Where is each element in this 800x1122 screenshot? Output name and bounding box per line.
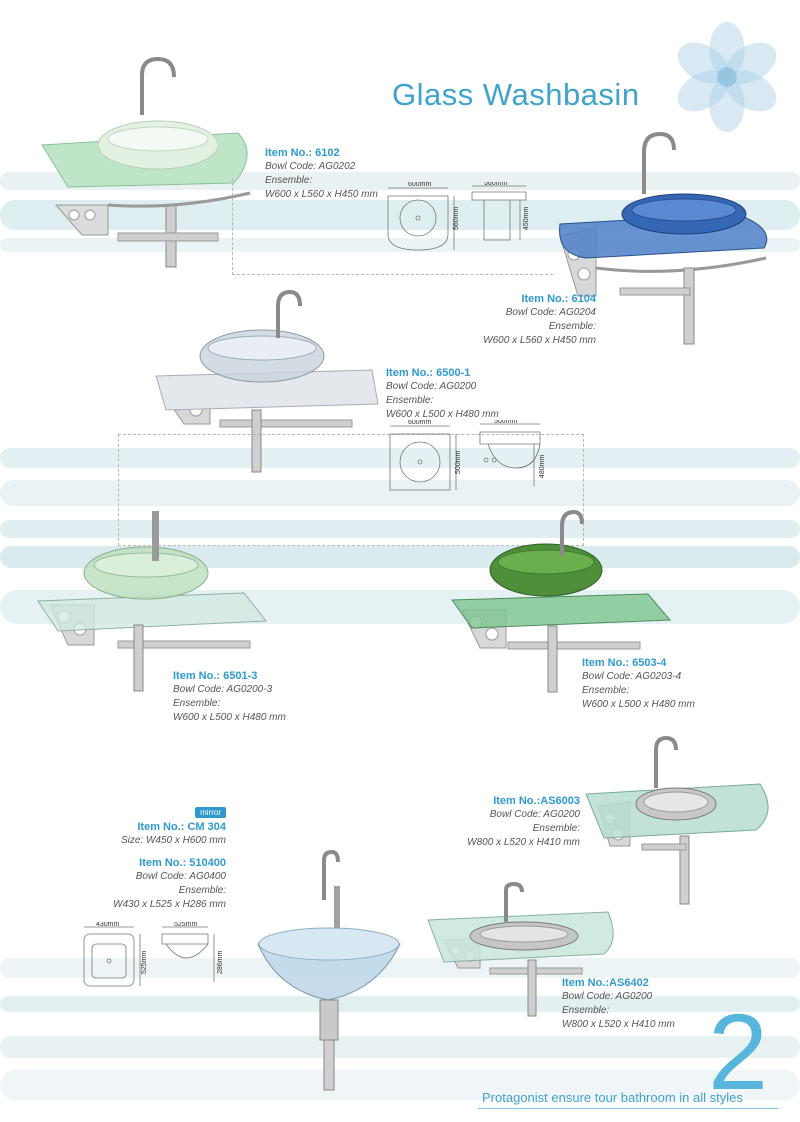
product-spec-as6003: Item No.:AS6003 Bowl Code: AG0200 Ensemb… [462, 794, 580, 850]
bg-band [0, 480, 800, 506]
product-spec-6503-4: Item No.: 6503-4 Bowl Code: AG0203-4 Ens… [582, 656, 695, 712]
sketch-width: 600mm [408, 182, 432, 188]
product-spec-6500-1: Item No.: 6500-1 Bowl Code: AG0200 Ensem… [386, 366, 499, 422]
sketch-height: 450mm [523, 206, 530, 230]
dimensions: W600 x L500 x H480 mm [582, 699, 695, 710]
sketch-width: 600mm [408, 420, 432, 426]
sketch-height: 480mm [539, 454, 546, 478]
sketch-depth: 525mm [141, 950, 148, 974]
bg-band [0, 1036, 800, 1058]
dimensions: W430 x L525 x H286 mm [113, 899, 226, 910]
item-number: Item No.: CM 304 [137, 821, 226, 833]
washbasin-image-6500-1 [155, 289, 379, 473]
ensemble-label: Ensemble: [532, 823, 580, 834]
ensemble-label: Ensemble: [562, 1005, 610, 1016]
sketch-length: 500mm [494, 420, 518, 425]
ensemble-label: Ensemble: [548, 321, 596, 332]
page-title: Glass Washbasin [392, 76, 640, 112]
dimensions: W800 x L520 x H410 mm [467, 837, 580, 848]
page-number: 2 [708, 991, 769, 1112]
ensemble-label: Ensemble: [178, 885, 226, 896]
dimensions: W800 x L520 x H410 mm [562, 1019, 675, 1030]
washbasin-image-as6003 [585, 735, 769, 905]
product-spec-mirror: mirror Item No.: CM 304 Size: W450 x H60… [92, 806, 226, 848]
bowl-code: Bowl Code: AG0200 [386, 381, 477, 392]
mirror-size: Size: W450 x H600 mm [120, 835, 226, 846]
sketch-height: 286mm [217, 950, 224, 974]
bowl-code: Bowl Code: AG0202 [265, 161, 356, 172]
bowl-code: Bowl Code: AG0204 [505, 307, 596, 318]
dimensions: W600 x L560 x H450 mm [483, 335, 596, 346]
product-spec-6102: Item No.: 6102 Bowl Code: AG0202 Ensembl… [265, 146, 378, 202]
bowl-code: Bowl Code: AG0200-3 [173, 684, 273, 695]
item-number: Item No.: 6503-4 [582, 657, 667, 669]
bowl-code: Bowl Code: AG0400 [135, 871, 226, 882]
washbasin-image-as6402 [427, 881, 614, 1017]
dimensions: W600 x L500 x H480 mm [386, 409, 499, 420]
sketch-depth: 500mm [455, 450, 462, 474]
item-number: Item No.:AS6003 [493, 795, 580, 807]
dimension-sketch-510400: 430mm 525mm 525mm 286mm [83, 922, 224, 987]
washbasin-image-510400 [257, 850, 401, 1091]
ensemble-label: Ensemble: [265, 175, 313, 186]
item-number: Item No.:AS6402 [562, 977, 649, 989]
mirror-badge: mirror [195, 807, 226, 818]
bg-band [0, 520, 800, 538]
sketch-length: 560mm [484, 182, 508, 187]
item-number: Item No.: 510400 [139, 857, 226, 869]
item-number: Item No.: 6501-3 [173, 670, 258, 682]
washbasin-image-6104 [559, 131, 768, 345]
bowl-code: Bowl Code: AG0200 [562, 991, 653, 1002]
bg-band [0, 996, 800, 1012]
bg-band [0, 958, 800, 978]
product-spec-6501-3: Item No.: 6501-3 Bowl Code: AG0200-3 Ens… [173, 669, 286, 725]
dashed-frame [118, 434, 584, 546]
sketch-width: 430mm [96, 922, 120, 928]
dimension-sketch-6102: 600mm 560mm 560mm 450mm [387, 182, 530, 251]
product-spec-6104: Item No.: 6104 Bowl Code: AG0204 Ensembl… [470, 292, 596, 348]
dimensions: W600 x L560 x H450 mm [265, 189, 378, 200]
bg-band [0, 1070, 800, 1100]
bowl-code: Bowl Code: AG0200 [489, 809, 580, 820]
washbasin-image-6501-3 [37, 511, 267, 692]
dimensions: W600 x L500 x H480 mm [173, 712, 286, 723]
item-number: Item No.: 6102 [265, 147, 340, 159]
item-number: Item No.: 6500-1 [386, 367, 471, 379]
product-spec-as6402: Item No.:AS6402 Bowl Code: AG0200 Ensemb… [562, 976, 675, 1032]
ensemble-label: Ensemble: [582, 685, 630, 696]
sketch-length: 525mm [174, 922, 198, 928]
ensemble-label: Ensemble: [386, 395, 434, 406]
product-spec-510400: Item No.: 510400 Bowl Code: AG0400 Ensem… [92, 856, 226, 912]
flower-logo [677, 21, 777, 133]
footer-divider [478, 1108, 778, 1109]
ensemble-label: Ensemble: [173, 698, 221, 709]
dimension-sketch-6500-1: 600mm 500mm 500mm 480mm [389, 420, 546, 491]
bowl-code: Bowl Code: AG0203-4 [582, 671, 682, 682]
washbasin-image-6503-4 [451, 509, 672, 693]
dashed-frame [232, 178, 553, 275]
sketch-depth: 560mm [453, 206, 460, 230]
item-number: Item No.: 6104 [521, 293, 596, 305]
footer-slogan: Protagonist ensure tour bathroom in all … [482, 1090, 743, 1105]
washbasin-image-6102 [41, 56, 251, 268]
